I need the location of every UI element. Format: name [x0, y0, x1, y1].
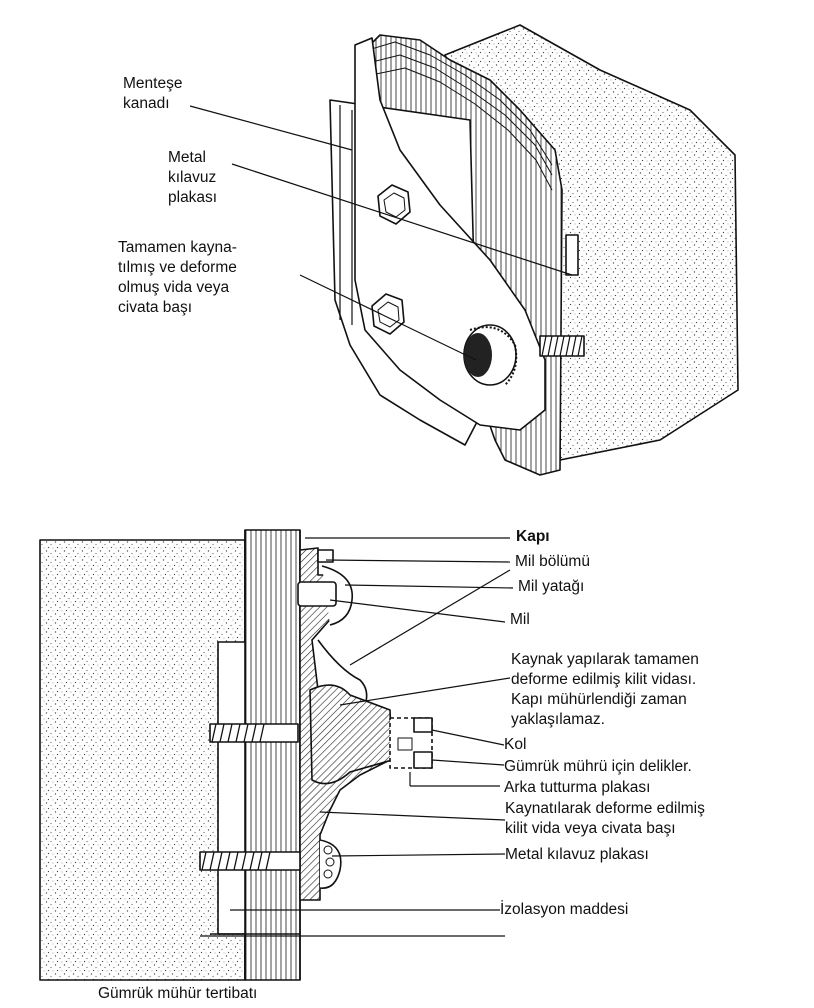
label-shaft-bearing: Mil yatağı: [518, 578, 585, 595]
label-back-plate: Arka tutturma plakası: [504, 779, 651, 796]
label-welded-screw-head-top: Tamamen kayna- tılmış ve deforme olmuş v…: [118, 239, 237, 316]
label-shaft-section: Mil bölümü: [515, 553, 590, 570]
label-customs-seal-holes: Gümrük mührü için delikler.: [504, 758, 692, 775]
bottom-shaft: [297, 581, 337, 607]
label-hinge-leaf: Menteşe kanadı: [123, 75, 183, 112]
bottom-leader-lines: [200, 537, 514, 937]
label-door: Kapı: [516, 528, 550, 545]
label-insulation: İzolasyon maddesi: [500, 901, 629, 918]
bottom-back-plate: [217, 641, 246, 935]
label-metal-guide-plate-top: Metal kılavuz plakası: [168, 149, 218, 206]
label-welded-head-bottom: Kaynatılarak deforme edilmiş kilit vida …: [505, 800, 705, 837]
bottom-wall-layers: [244, 529, 301, 981]
label-handle: Kol: [504, 736, 527, 753]
label-metal-guide-plate-bottom: Metal kılavuz plakası: [505, 846, 649, 863]
label-lock-screw: Kaynak yapılarak tamamen deforme edilmiş…: [511, 651, 699, 728]
top-hinge-figure: [329, 24, 739, 476]
bottom-shaft-bearing: [321, 565, 353, 626]
label-shaft: Mil: [510, 611, 530, 628]
top-leader-lines: [189, 105, 573, 361]
bottom-section-figure: [39, 529, 433, 981]
figure-caption: Gümrük mühür tertibatı: [98, 985, 258, 1002]
bottom-insulation-block: [39, 539, 246, 981]
bottom-lock-screw-head: [309, 684, 393, 785]
